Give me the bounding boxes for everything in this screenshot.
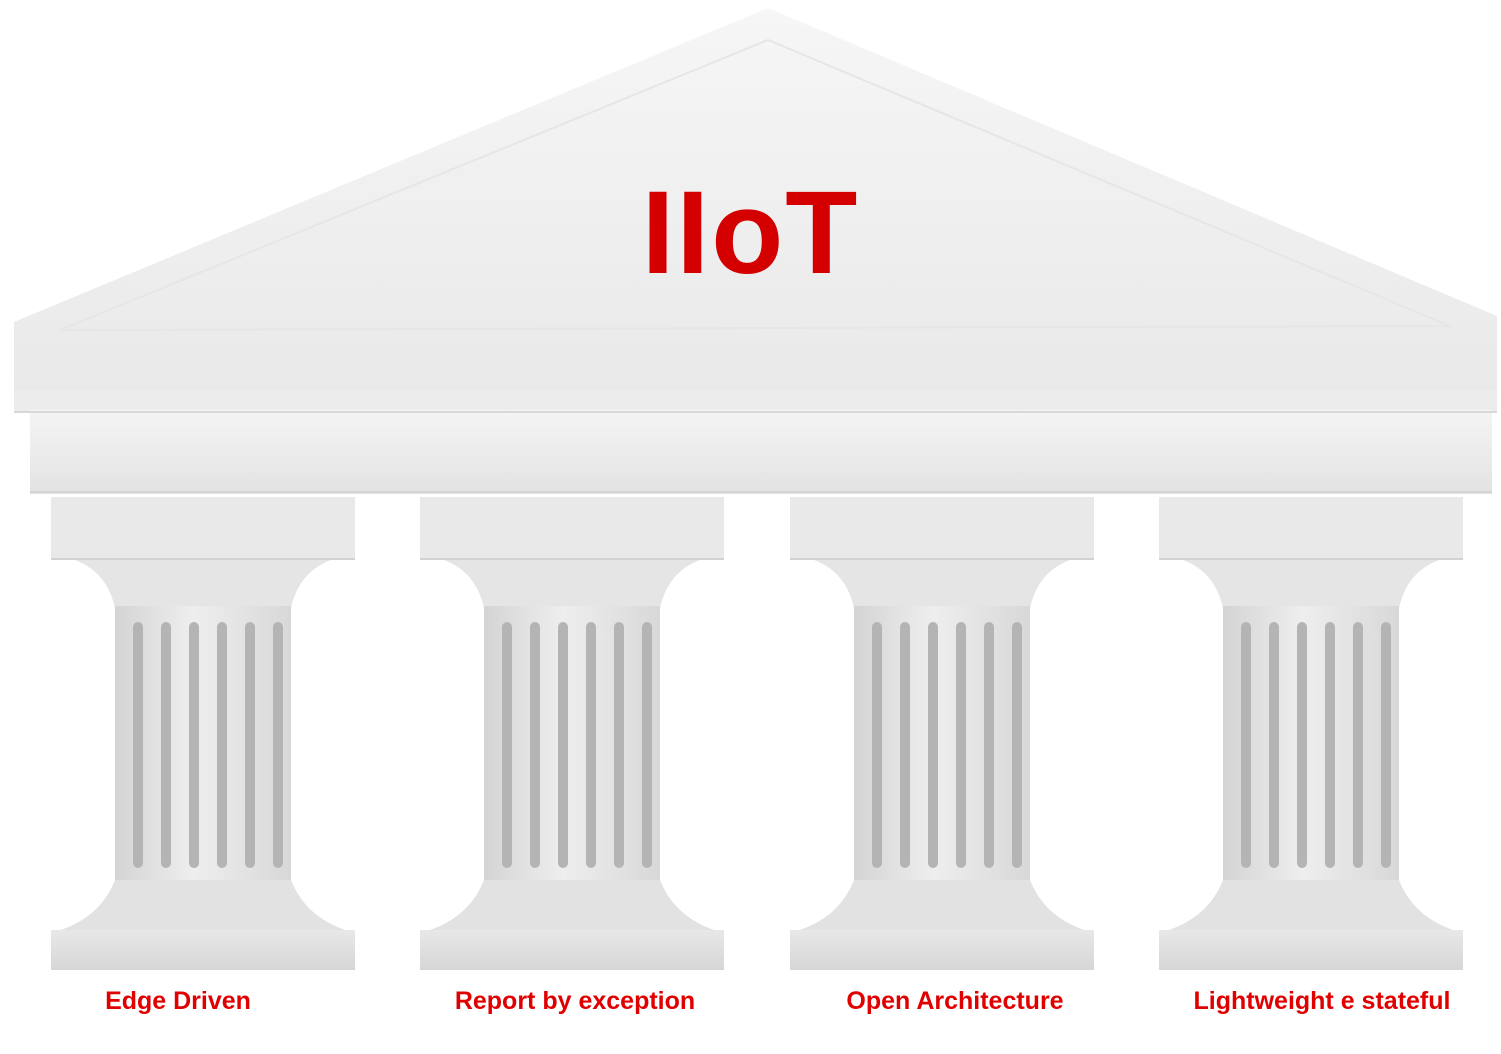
pillar-label-edge-driven: Edge Driven xyxy=(105,987,251,1015)
column-3-flute-2 xyxy=(900,622,910,868)
pillar-label-lightweight-stateful: Lightweight e stateful xyxy=(1193,987,1451,1015)
column-1-flute-3 xyxy=(189,622,199,868)
column-2-flute-1 xyxy=(502,622,512,868)
column-1-flute-1 xyxy=(133,622,143,868)
column-2-flute-4 xyxy=(586,622,596,868)
column-2-flute-5 xyxy=(614,622,624,868)
temple-beam xyxy=(30,410,1492,494)
column-1-capital xyxy=(75,560,331,608)
column-4-capital-slab xyxy=(1159,497,1463,559)
column-3-flute-4 xyxy=(956,622,966,868)
temple-roof xyxy=(14,8,1497,392)
column-2-base-flare xyxy=(430,880,714,930)
column-2-capital-slab xyxy=(420,497,724,559)
column-4-flute-5 xyxy=(1353,622,1363,868)
column-1-flute-6 xyxy=(273,622,283,868)
column-2-flute-6 xyxy=(642,622,652,868)
column-1-plinth xyxy=(51,930,355,970)
column-3-flute-3 xyxy=(928,622,938,868)
column-2-flute-2 xyxy=(530,622,540,868)
column-2-shaft xyxy=(484,606,660,882)
temple-beam-top xyxy=(14,390,1497,412)
column-3-capital-slab xyxy=(790,497,1094,559)
column-4-flute-6 xyxy=(1381,622,1391,868)
column-3-flute-5 xyxy=(984,622,994,868)
column-3-plinth xyxy=(790,930,1094,970)
roof-inner-panel xyxy=(59,38,1451,331)
column-3-shaft xyxy=(854,606,1030,882)
column-2-flute-3 xyxy=(558,622,568,868)
column-3-flute-6 xyxy=(1012,622,1022,868)
temple-columns xyxy=(51,497,1463,970)
column-2-capital xyxy=(444,560,700,608)
column-1-flute-5 xyxy=(245,622,255,868)
pillar-label-report-by-exception: Report by exception xyxy=(454,987,696,1015)
pillar-label-open-architecture: Open Architecture xyxy=(846,987,1064,1015)
column-4-flute-3 xyxy=(1297,622,1307,868)
column-3-capital xyxy=(814,560,1070,608)
column-1-base-flare xyxy=(61,880,345,930)
column-3-flute-1 xyxy=(872,622,882,868)
column-1-shaft xyxy=(115,606,291,882)
column-4-shaft xyxy=(1223,606,1399,882)
column-3-base-flare xyxy=(800,880,1084,930)
column-2-plinth xyxy=(420,930,724,970)
column-1-flute-4 xyxy=(217,622,227,868)
diagram-title: IIoT xyxy=(641,167,860,299)
column-4-flute-4 xyxy=(1325,622,1335,868)
column-4-base-flare xyxy=(1169,880,1453,930)
column-4-flute-1 xyxy=(1241,622,1251,868)
column-4-plinth xyxy=(1159,930,1463,970)
column-1-capital-slab xyxy=(51,497,355,559)
column-4-flute-2 xyxy=(1269,622,1279,868)
column-1-flute-2 xyxy=(161,622,171,868)
column-4-capital xyxy=(1183,560,1439,608)
